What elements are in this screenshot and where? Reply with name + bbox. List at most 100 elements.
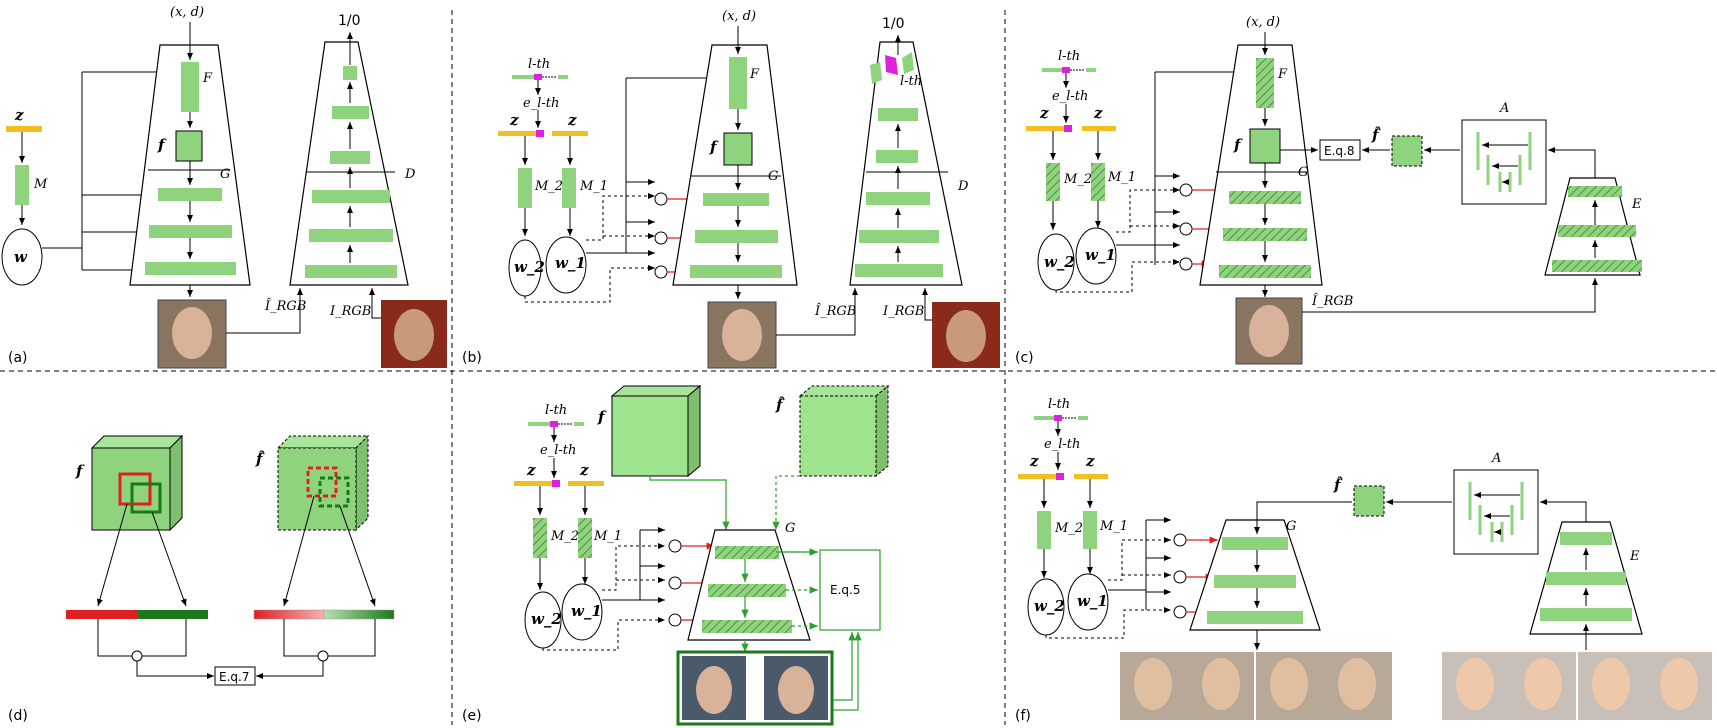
cube-fhat-e <box>799 395 877 477</box>
panel-c: l-th e_l-th z z M_2 M_1 w_2 w_1 (x, d) <box>1015 15 1642 366</box>
label-w: w <box>14 248 28 266</box>
M2-block <box>518 168 532 208</box>
label-w2-c: w_2 <box>1044 253 1075 271</box>
label-z-e2: z <box>579 461 589 479</box>
M1-block-c <box>1091 163 1105 201</box>
E-layer-f1 <box>1560 532 1612 545</box>
D-layer-b2 <box>878 108 918 121</box>
G-layer-2 <box>149 225 232 238</box>
label-M1-e: M_1 <box>593 529 622 544</box>
label-lth-right: l-th <box>900 74 922 89</box>
label-elth: e_l-th <box>523 96 559 111</box>
eq5-box <box>819 549 881 631</box>
label-M2-e: M_2 <box>550 529 579 544</box>
red-bar-dashed <box>253 609 325 620</box>
G-layer-b1 <box>703 193 769 206</box>
G-layer-b2 <box>695 230 778 243</box>
label-E-f: E <box>1629 549 1640 564</box>
generator-trapezoid-c <box>1199 44 1323 286</box>
label-fhat-f: f̂ <box>1333 476 1343 494</box>
label-E-c: E <box>1631 197 1642 212</box>
G-layer-3 <box>145 262 236 275</box>
G-layer-f2 <box>1214 575 1296 588</box>
label-w1: w_1 <box>555 254 586 272</box>
G-layer-e3 <box>702 620 792 633</box>
label-f-e: f <box>597 408 607 426</box>
label-M2-f: M_2 <box>1054 521 1083 536</box>
label-w1-e: w_1 <box>571 602 602 620</box>
G-layer-f3 <box>1207 611 1303 624</box>
tag-f: (f) <box>1015 708 1031 724</box>
label-fhat-d: f̂ <box>255 450 265 468</box>
label-elth-c: e_l-th <box>1052 89 1088 104</box>
label-w1-c: w_1 <box>1085 246 1116 264</box>
feature-cube-c <box>1249 128 1281 164</box>
label-fhat-e: f̂ <box>775 396 785 414</box>
panel-e: l-th e_l-th z z M_2 M_1 w_2 w_1 f <box>462 384 890 726</box>
label-A-f: A <box>1491 451 1501 466</box>
input-xd-c: (x, d) <box>1246 15 1280 30</box>
E-layer-c2 <box>1558 225 1636 237</box>
red-window-dashed <box>306 466 338 498</box>
label-z-f1: z <box>1029 452 1039 470</box>
green-bar-dashed <box>323 609 395 620</box>
label-Ihat-c: Î_RGB <box>1311 293 1353 309</box>
D-layer-b3 <box>876 150 918 163</box>
z-bar <box>6 126 42 132</box>
label-f: f <box>157 136 167 154</box>
green-bar-d <box>138 610 208 619</box>
D-layer-2 <box>332 106 369 119</box>
D-layer-6 <box>305 265 397 278</box>
label-eq5: E.q.5 <box>830 583 860 597</box>
cube-f-e <box>611 395 689 477</box>
panel-d: f f̂ E.q.7 (d) <box>8 434 395 724</box>
D-layer-b6 <box>855 264 943 277</box>
feature-cube-b <box>723 132 753 166</box>
discriminator-trapezoid-b <box>849 41 963 286</box>
M1-block-e <box>578 518 592 558</box>
D-layer-b4 <box>866 192 930 205</box>
M2-block-f <box>1037 511 1051 549</box>
feature-hat-f <box>1353 485 1385 517</box>
attention-A-box <box>1461 119 1547 205</box>
label-G-b: G <box>768 169 778 184</box>
feature-cube <box>175 130 203 162</box>
label-z-c1: z <box>1039 104 1049 122</box>
label-M2: M_2 <box>534 179 563 194</box>
eq7-box <box>214 666 256 686</box>
label-F-b: F <box>749 67 760 82</box>
G-layer-e1 <box>715 546 779 559</box>
label-Ihat: Î_RGB <box>264 298 306 314</box>
input-xd-b: (x, d) <box>722 9 756 24</box>
E-layer-f2 <box>1546 572 1626 585</box>
tag-c: (c) <box>1015 350 1034 366</box>
G-layer-e2 <box>708 584 786 597</box>
label-z-c2: z <box>1093 104 1103 122</box>
label-lth: l-th <box>528 57 550 72</box>
D-layer-b5 <box>859 230 939 243</box>
G-layer-c2 <box>1223 228 1307 241</box>
D-layer-3 <box>330 151 370 164</box>
M1-block-f <box>1083 511 1097 549</box>
green-window <box>130 482 162 514</box>
label-f-c: f <box>1233 136 1243 154</box>
M2-block-e <box>533 518 547 558</box>
label-z2: z <box>567 111 577 129</box>
G-layer-1 <box>158 188 222 201</box>
label-Ihat-b: Î_RGB <box>814 303 856 319</box>
label-I: I_RGB <box>329 304 371 319</box>
label-G-e: G <box>785 521 795 536</box>
input-xd: (x, d) <box>170 5 204 20</box>
panel-a: z M w (x, d) F f G 1/0 <box>1 5 447 369</box>
label-z-f2: z <box>1085 452 1095 470</box>
label-M: M <box>33 177 48 192</box>
label-M1-f: M_1 <box>1099 519 1128 534</box>
M2-block-c <box>1046 163 1060 201</box>
faces-row-female <box>1442 652 1712 720</box>
label-A-c: A <box>1499 101 1509 116</box>
tag-d: (d) <box>8 708 28 724</box>
F-block-c <box>1256 58 1274 108</box>
tag-a: (a) <box>8 350 28 366</box>
panel-b: l-th e_l-th z z M_2 M_1 w_2 w_1 (x, d) <box>462 9 1000 369</box>
